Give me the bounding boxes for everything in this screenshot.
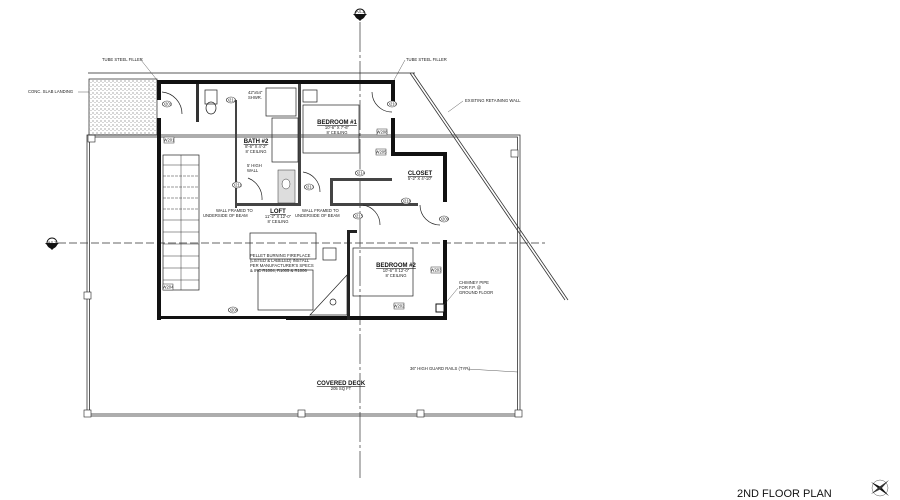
section-marker-left[interactable]: A4.1 xyxy=(45,237,59,250)
svg-text:W208: W208 xyxy=(377,129,389,134)
svg-text:CLOSET: CLOSET xyxy=(408,171,433,177)
svg-text:EXISTING RETAINING WALL: EXISTING RETAINING WALL xyxy=(465,98,521,103)
svg-text:COVERED DECK: COVERED DECK xyxy=(317,381,366,387)
svg-text:W205: W205 xyxy=(376,149,388,154)
svg-text:8' CEILING: 8' CEILING xyxy=(267,219,288,224)
callouts: TUBE STEEL FILLER TUBE STEEL FILLER CONC… xyxy=(28,57,521,373)
deck-railing xyxy=(83,134,523,418)
svg-text:W203: W203 xyxy=(431,267,443,272)
drawing-title: 2ND FLOOR PLAN xyxy=(737,488,832,500)
svg-text:11'-2" X 12'-0": 11'-2" X 12'-0" xyxy=(265,214,292,219)
room-covered-deck: COVERED DECK 205 SQ FT xyxy=(317,381,366,391)
compass-icon xyxy=(871,479,889,497)
svg-text:W201: W201 xyxy=(164,137,176,142)
svg-text:WALL FRAMED TO: WALL FRAMED TO xyxy=(302,208,340,213)
room-bath-2: BATH #2 8'-6" X 4'-2" 8' CEILING xyxy=(244,139,269,154)
svg-text:8' CEILING: 8' CEILING xyxy=(326,130,347,135)
svg-text:W202: W202 xyxy=(394,303,406,308)
retaining-wall xyxy=(409,72,566,301)
svg-text:5' HIGH: 5' HIGH xyxy=(247,163,262,168)
svg-text:UNDERSIDE OF BEAM: UNDERSIDE OF BEAM xyxy=(295,213,340,218)
room-bedroom-1: BEDROOM #1 10'-6" X 7'-6" 8' CEILING xyxy=(317,120,357,135)
svg-text:D213: D213 xyxy=(304,184,315,189)
svg-text:42"x54": 42"x54" xyxy=(248,90,263,95)
svg-text:WALL: WALL xyxy=(247,168,259,173)
svg-text:A4.1: A4.1 xyxy=(356,9,365,14)
door-swings xyxy=(161,91,441,226)
svg-text:8'-6" X 4'-2": 8'-6" X 4'-2" xyxy=(245,144,267,149)
svg-text:BATH #2: BATH #2 xyxy=(244,139,269,145)
svg-text:GROUND FLOOR: GROUND FLOOR xyxy=(459,290,493,295)
svg-text:CONC. SLAB LANDING: CONC. SLAB LANDING xyxy=(28,89,73,94)
window-tags: W201 W208 W204 W203 W202 W205 xyxy=(163,128,443,310)
svg-text:BEDROOM #2: BEDROOM #2 xyxy=(376,263,416,269)
svg-text:D201: D201 xyxy=(162,101,173,106)
svg-text:WALL FRAMED TO: WALL FRAMED TO xyxy=(216,208,254,213)
svg-text:UNDERSIDE OF BEAM: UNDERSIDE OF BEAM xyxy=(203,213,248,218)
svg-text:FOR F.P. @: FOR F.P. @ xyxy=(459,285,481,290)
svg-text:TUBE STEEL FILLER: TUBE STEEL FILLER xyxy=(102,57,143,62)
svg-text:D215: D215 xyxy=(353,213,364,218)
svg-text:D214: D214 xyxy=(355,170,366,175)
exterior-walls xyxy=(157,80,447,320)
svg-text:LOFT: LOFT xyxy=(270,209,286,215)
svg-text:PER MANUFACTURER'S SPECS: PER MANUFACTURER'S SPECS xyxy=(250,263,314,268)
svg-text:W204: W204 xyxy=(163,284,175,289)
svg-text:(LISTED & LABELED) INSTALL: (LISTED & LABELED) INSTALL xyxy=(250,258,310,263)
svg-text:SHWR.: SHWR. xyxy=(248,95,262,100)
svg-text:8' CEILING: 8' CEILING xyxy=(245,149,266,154)
svg-text:A4.1: A4.1 xyxy=(48,240,57,245)
svg-text:8' CEILING: 8' CEILING xyxy=(385,273,406,278)
concrete-slab-landing xyxy=(88,78,158,136)
interior-walls xyxy=(196,84,418,320)
svg-text:BEDROOM #1: BEDROOM #1 xyxy=(317,120,357,126)
fixtures xyxy=(204,87,445,316)
svg-text:205 SQ FT: 205 SQ FT xyxy=(331,386,352,391)
svg-text:CHIMNEY PIPE: CHIMNEY PIPE xyxy=(459,280,489,285)
svg-text:5'-2" X 4'-10": 5'-2" X 4'-10" xyxy=(408,176,433,181)
svg-text:10'-6" X 7'-6": 10'-6" X 7'-6" xyxy=(325,125,350,130)
room-loft: LOFT 11'-2" X 12'-0" 8' CEILING xyxy=(265,209,292,224)
svg-text:TUBE STEEL FILLER: TUBE STEEL FILLER xyxy=(406,57,447,62)
room-bedroom-2: BEDROOM #2 10'-6" X 12'-0" 8' CEILING xyxy=(376,263,416,278)
door-tags: D201 D212 D210 D211 D213 D214 D215 D216 … xyxy=(162,96,450,314)
svg-text:10'-6" X 12'-0": 10'-6" X 12'-0" xyxy=(383,268,410,273)
room-closet: CLOSET 5'-2" X 4'-10" xyxy=(408,171,433,181)
svg-text:D209: D209 xyxy=(439,216,450,221)
svg-text:D208: D208 xyxy=(228,307,239,312)
svg-text:D212: D212 xyxy=(226,97,237,102)
svg-text:D216: D216 xyxy=(401,198,412,203)
svg-text:PELLET BURNING FIREPLACE: PELLET BURNING FIREPLACE xyxy=(250,253,311,258)
svg-text:D211: D211 xyxy=(232,182,242,187)
svg-text:D210: D210 xyxy=(387,101,398,106)
svg-text:& IRC R1004, R1005 & R1006: & IRC R1004, R1005 & R1006 xyxy=(250,268,307,273)
stairs xyxy=(162,154,200,291)
svg-text:36" HIGH GUARD RAILS (TYP.): 36" HIGH GUARD RAILS (TYP.) xyxy=(410,366,471,371)
section-marker-top[interactable]: A4.1 xyxy=(353,8,367,21)
